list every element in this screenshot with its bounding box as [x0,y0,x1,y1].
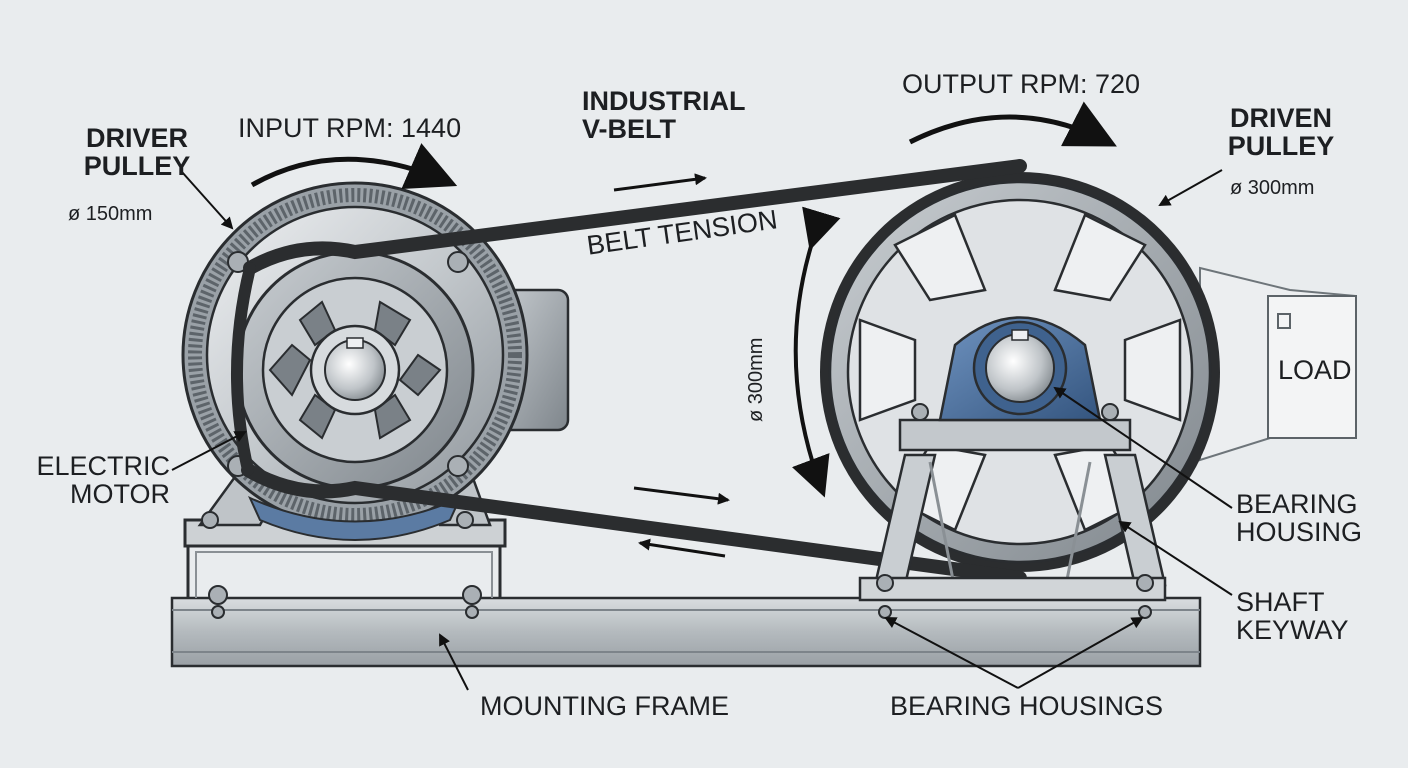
driven-pulley-label-line1: DRIVEN [1229,103,1332,133]
shaft-label-line2: KEYWAY [1236,615,1349,646]
belt-label-line2: V-BELT [582,114,676,145]
electric-motor-label: ELECTRIC MOTOR [30,452,170,509]
input-rpm-label: INPUT RPM: 1440 [238,113,462,143]
output-rpm-label: OUTPUT RPM: 720 [902,69,1141,99]
driver-pulley-label: DRIVER PULLEY [62,124,212,181]
load-box [1199,266,1357,462]
center-dimension-arc [792,206,841,498]
belt-direction-arrow-lower-left [638,538,726,558]
driven-pulley-label-line2: PULLEY [1227,131,1335,162]
v-belt [230,159,1027,585]
load-label: LOAD [1278,355,1352,385]
belt-label-line1: INDUSTRIAL [582,86,746,116]
frame-bolts [201,511,1152,619]
bearing-label-line2: HOUSING [1236,517,1363,548]
motor-label-line1: ELECTRIC [36,451,170,481]
bearing-housing-label: BEARING HOUSING [1236,490,1362,547]
leader-lines [171,169,1233,691]
bearing-housings-label: BEARING HOUSINGS [890,691,1164,721]
output-rotation-arrow [908,101,1117,147]
motor-label-line2: MOTOR [70,479,170,510]
driven-diameter: ø 300mm [1230,177,1315,199]
mounting-frame-beam [170,596,1202,668]
industrial-v-belt-label: INDUSTRIAL V-BELT [582,87,746,144]
input-rotation-arrow [250,143,458,189]
shaft-keyway-label: SHAFT KEYWAY [1236,588,1349,645]
shaft-label-line1: SHAFT [1236,587,1325,617]
driver-pulley-label-line1: DRIVER [85,123,188,153]
driver-pulley-label-line2: PULLEY [83,151,191,182]
driver-diameter: ø 150mm [68,203,153,225]
belt-direction-arrow-top [613,173,707,192]
driven-pulley-label: DRIVEN PULLEY [1212,104,1350,161]
belt-direction-arrow-lower-right [633,486,730,505]
mounting-frame-label: MOUNTING FRAME [480,691,729,721]
bearing-stand [858,316,1167,602]
bearing-label-line1: BEARING [1236,489,1358,519]
center-dimension-label: ø 300mm [745,337,767,422]
